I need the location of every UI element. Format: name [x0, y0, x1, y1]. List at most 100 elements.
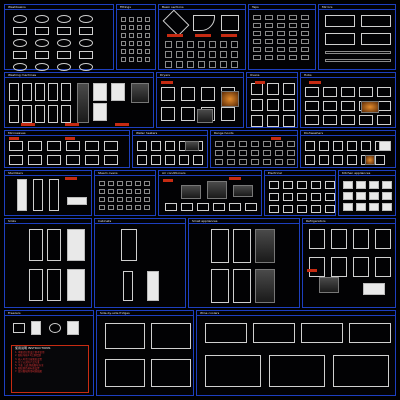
library-panel: Washing machines — [4, 72, 154, 128]
cad-block — [265, 15, 273, 20]
cad-block — [121, 25, 126, 30]
cad-block — [229, 203, 241, 211]
cad-block — [193, 15, 215, 31]
cad-block — [131, 83, 149, 103]
panel-title: Mirrors — [322, 5, 333, 9]
panel-header: Fittings — [117, 5, 155, 10]
cad-block — [117, 181, 123, 186]
cad-block — [269, 193, 279, 201]
cad-block — [289, 31, 297, 36]
cad-block — [341, 87, 355, 97]
cad-block — [325, 33, 355, 45]
cad-block — [13, 15, 27, 23]
cad-block — [13, 27, 27, 35]
cad-block — [231, 51, 238, 58]
panel-header: Small appliances — [189, 219, 299, 224]
cad-block — [287, 141, 295, 147]
cad-block — [47, 269, 61, 301]
cad-block — [77, 83, 89, 123]
panel-title: Sinks — [8, 219, 16, 223]
panel-header: Freezers — [5, 311, 93, 316]
cad-block — [137, 25, 142, 30]
cad-block — [377, 101, 391, 111]
cad-block — [144, 205, 150, 210]
cad-block — [162, 9, 190, 37]
cad-block — [277, 47, 285, 52]
cad-block — [99, 197, 105, 202]
cad-block — [253, 47, 261, 52]
cad-block — [57, 15, 71, 23]
library-panel: Cabinets — [94, 218, 186, 308]
cad-block — [311, 181, 321, 189]
cad-block — [13, 51, 27, 59]
cad-block — [319, 155, 329, 165]
panel-title: Hobs — [304, 73, 312, 77]
cad-block — [253, 39, 261, 44]
cad-block — [79, 51, 93, 59]
cad-block — [105, 323, 145, 349]
cad-block — [253, 55, 261, 60]
red-dimension-tag — [195, 34, 211, 37]
red-dimension-tag — [229, 177, 241, 180]
cad-block — [213, 203, 225, 211]
panel-header: Air conditioners — [159, 171, 261, 176]
cad-block — [17, 179, 27, 211]
cad-block — [255, 229, 275, 263]
cad-block — [176, 41, 183, 48]
cad-block — [265, 55, 273, 60]
cad-block — [251, 159, 259, 165]
cad-block — [239, 141, 247, 147]
cad-block — [325, 181, 335, 189]
cad-block — [283, 99, 295, 111]
cad-block — [283, 181, 293, 189]
cad-block — [263, 150, 271, 156]
panel-title: Steam ovens — [98, 171, 118, 175]
cad-block — [356, 181, 366, 189]
cad-block — [215, 159, 223, 165]
cad-block — [220, 51, 227, 58]
cad-block — [165, 155, 175, 165]
cad-block — [137, 49, 142, 54]
cad-block — [104, 141, 118, 151]
cad-block — [176, 51, 183, 58]
cad-block — [151, 323, 191, 349]
panel-title: Air conditioners — [162, 171, 186, 175]
cad-block — [269, 205, 279, 213]
cad-block — [331, 229, 347, 249]
cad-block — [289, 39, 297, 44]
cad-block — [251, 115, 263, 127]
cad-block — [325, 193, 335, 201]
cad-block — [353, 257, 369, 277]
cad-block — [277, 23, 285, 28]
cad-block — [301, 23, 309, 28]
panel-header: Mirrors — [319, 5, 395, 10]
cad-block — [305, 87, 319, 97]
cad-block — [13, 63, 27, 71]
cad-block — [187, 61, 194, 68]
cad-block — [145, 49, 150, 54]
instructions-line: 1. 本图库仅供设计参考使用 — [15, 351, 45, 355]
cad-block — [343, 181, 353, 189]
cad-block — [325, 51, 391, 54]
cad-block — [145, 17, 150, 22]
cad-block — [67, 229, 85, 261]
cad-block — [221, 91, 239, 107]
cad-block — [221, 107, 235, 121]
library-panel: Microwaves — [4, 130, 130, 168]
cad-block — [205, 355, 261, 387]
cad-block — [269, 355, 325, 387]
panel-title: Sterilizers — [8, 171, 23, 175]
cad-block — [359, 87, 373, 97]
cad-block — [363, 283, 385, 295]
cad-block — [35, 105, 45, 123]
cad-block — [137, 57, 142, 62]
panel-header: Wine coolers — [197, 311, 395, 316]
panel-header: Side-by-side fridges — [97, 311, 193, 316]
cad-block — [377, 87, 391, 97]
cad-block — [57, 39, 71, 47]
cad-block — [129, 25, 134, 30]
library-panel: Steam ovens — [94, 170, 156, 216]
red-dimension-tag — [115, 123, 129, 126]
library-panel: Sinks — [4, 218, 92, 308]
instructions-line: 6. 图层颜色按标准设置 — [15, 367, 40, 371]
